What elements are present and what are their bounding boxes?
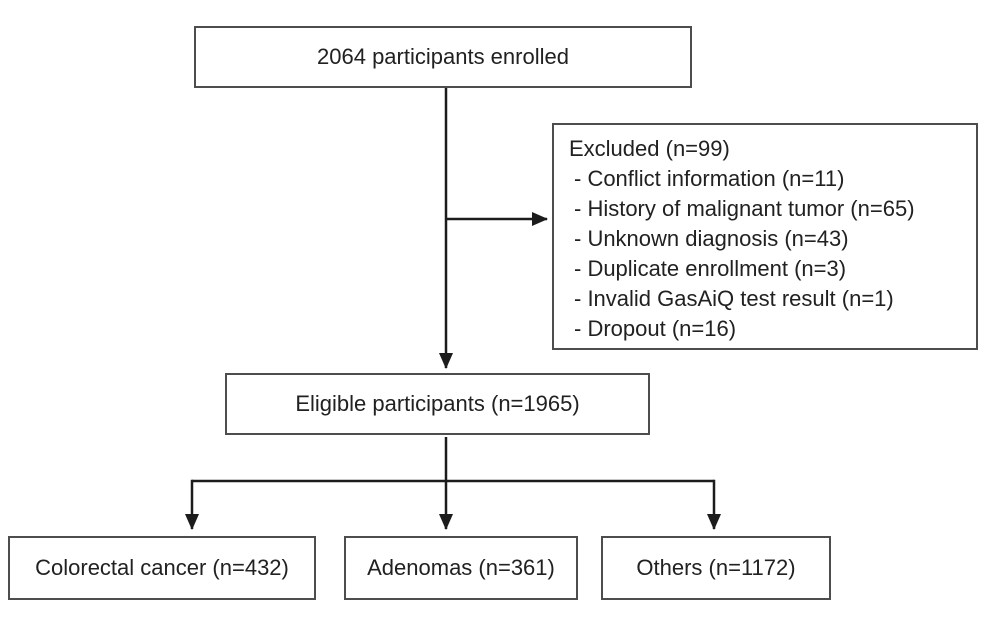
node-others: Others (n=1172) [601, 536, 831, 600]
node-excluded-title: Excluded (n=99) [569, 136, 730, 161]
node-adenomas: Adenomas (n=361) [344, 536, 578, 600]
node-excluded-item: - Unknown diagnosis (n=43) [574, 226, 849, 251]
node-eligible: Eligible participants (n=1965) [225, 373, 650, 435]
node-others-label: Others (n=1172) [636, 555, 796, 580]
node-enrolled-label: 2064 participants enrolled [317, 44, 569, 69]
node-excluded-item: - History of malignant tumor (n=65) [574, 196, 915, 221]
node-adenomas-label: Adenomas (n=361) [367, 555, 555, 580]
node-enrolled: 2064 participants enrolled [194, 26, 692, 88]
node-excluded-item: - Duplicate enrollment (n=3) [574, 256, 847, 281]
node-colorectal-cancer: Colorectal cancer (n=432) [8, 536, 316, 600]
node-colorectal-cancer-label: Colorectal cancer (n=432) [35, 555, 289, 580]
node-excluded-item: - Conflict information (n=11) [574, 166, 845, 191]
node-excluded-item: - Invalid GasAiQ test result (n=1) [574, 286, 894, 311]
node-excluded-item: - Dropout (n=16) [574, 316, 737, 341]
node-eligible-label: Eligible participants (n=1965) [295, 391, 580, 416]
node-excluded: Excluded (n=99) - Conflict information (… [552, 123, 978, 350]
